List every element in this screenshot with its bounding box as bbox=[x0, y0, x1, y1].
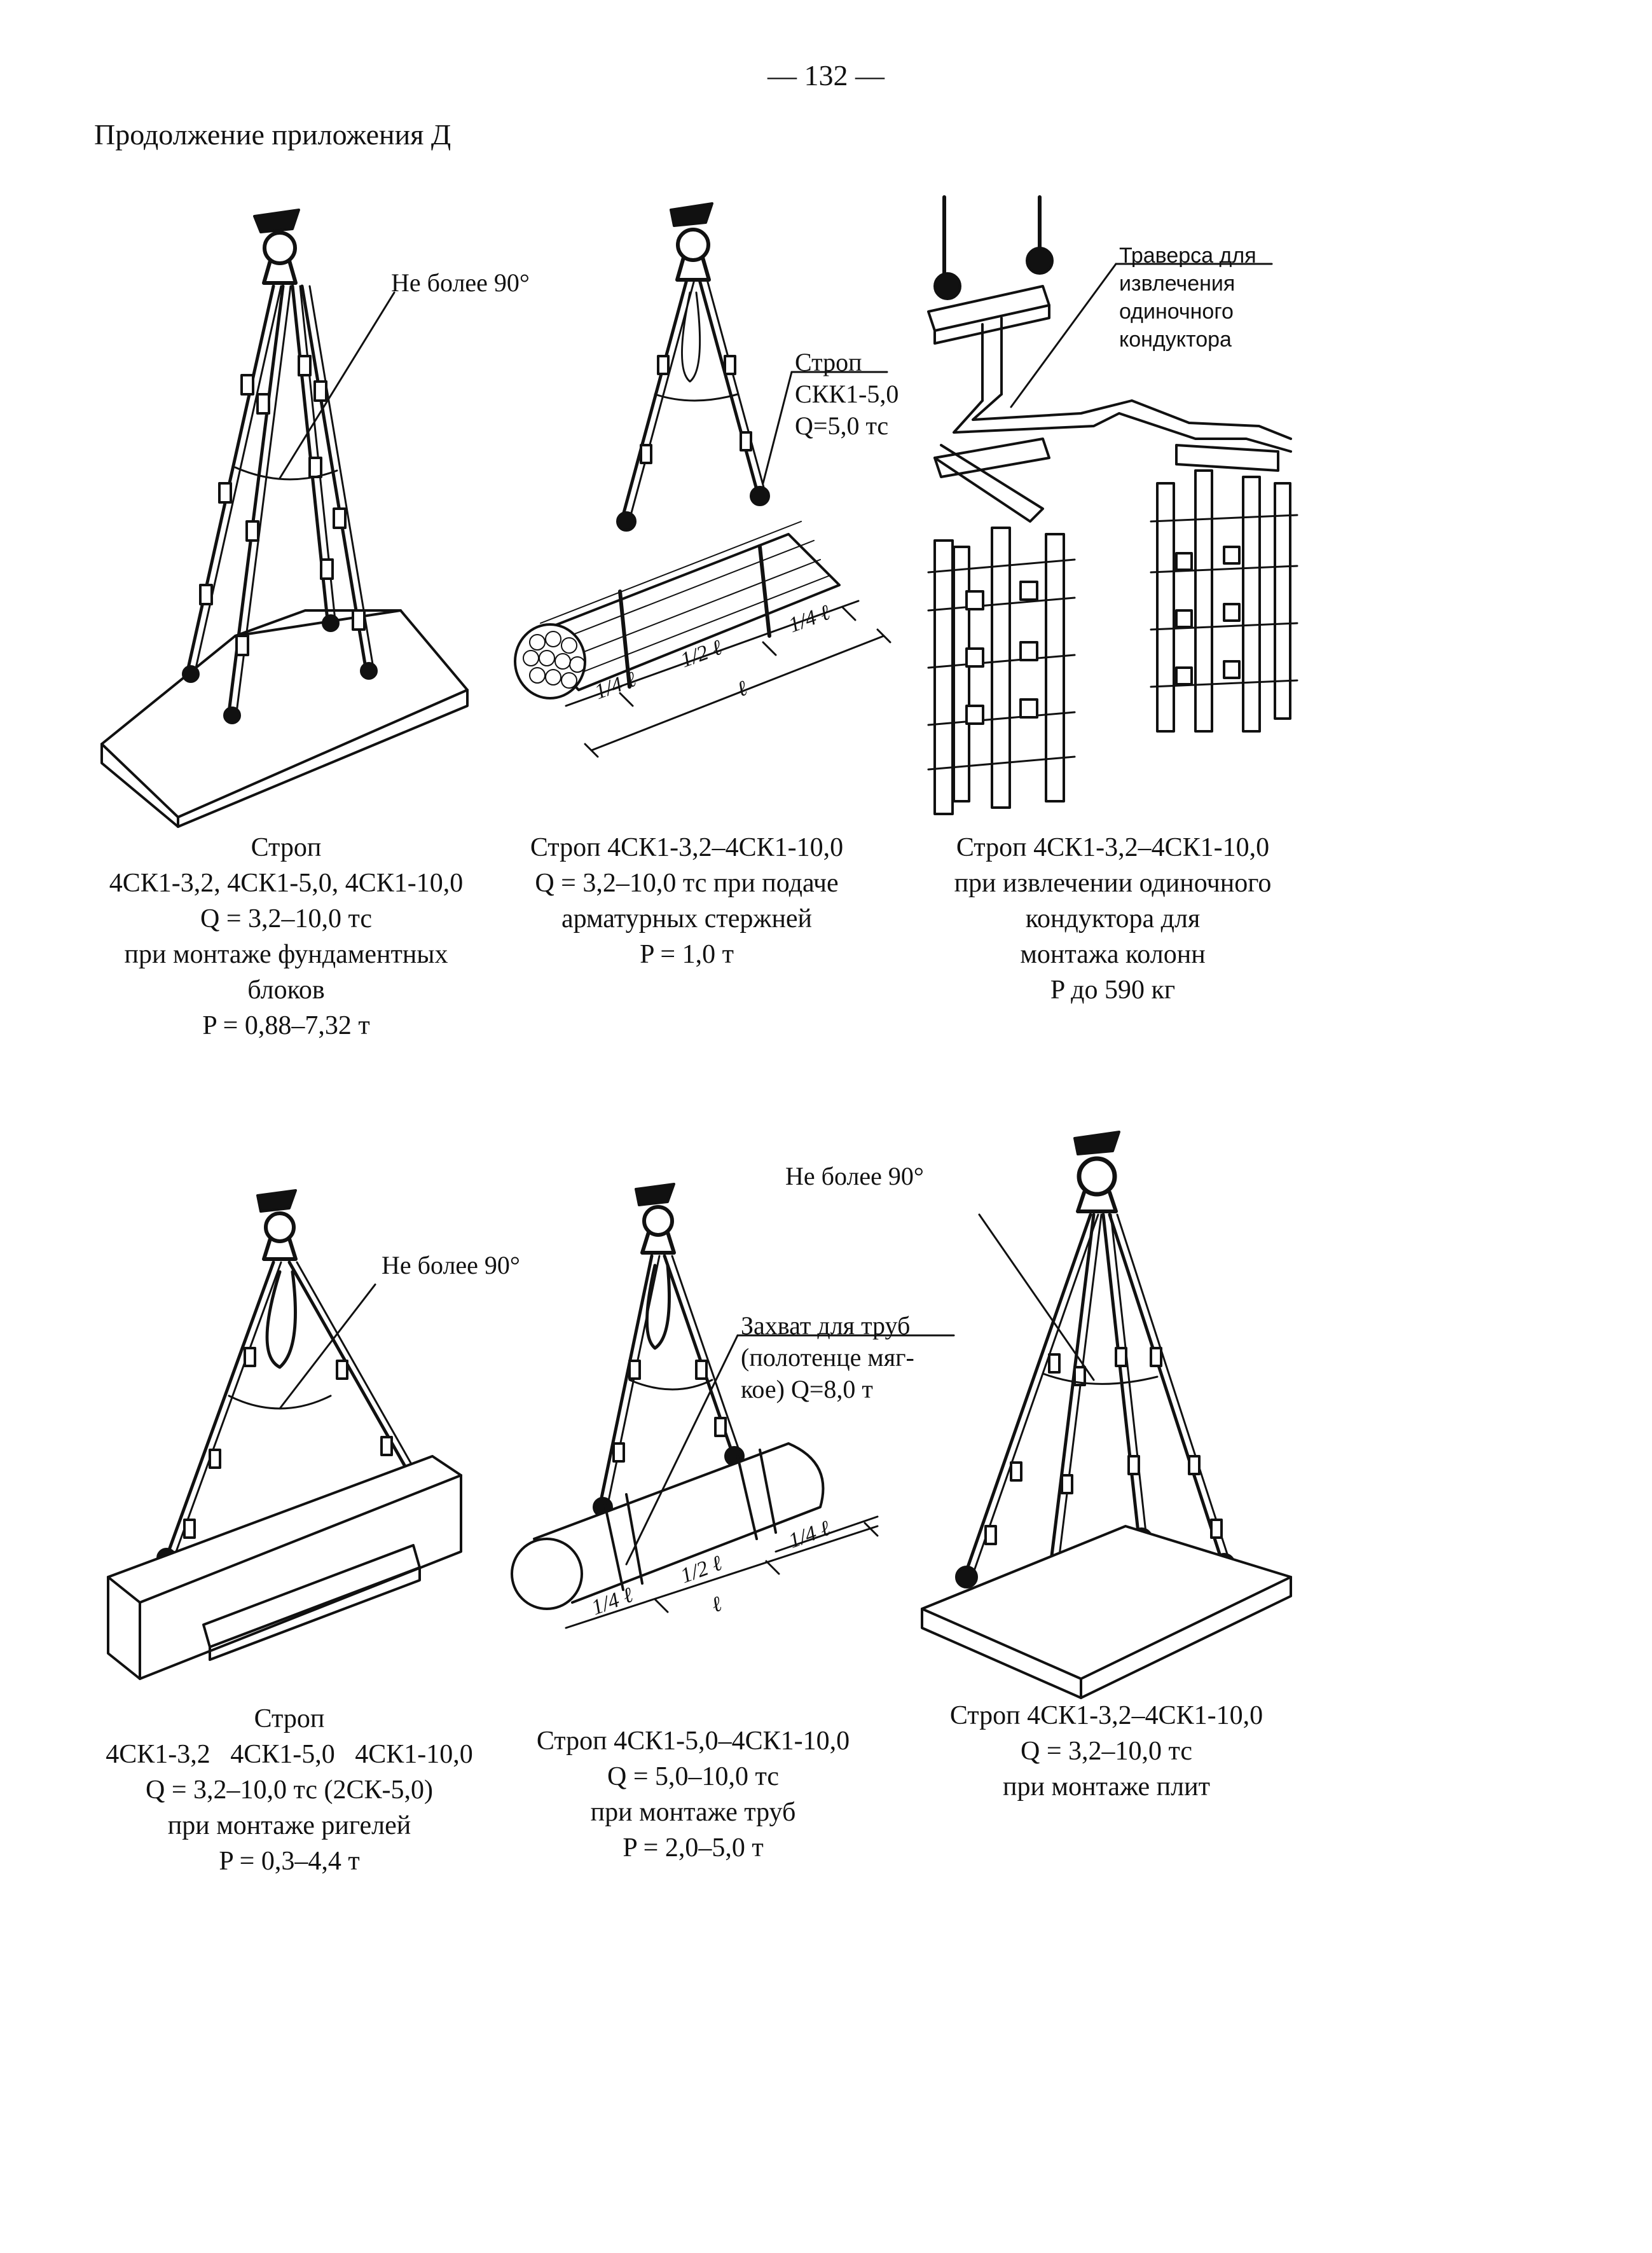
fig2-caption-line: арматурных стержней bbox=[561, 904, 813, 934]
fig3-traverse-label-line: одиночного bbox=[1119, 300, 1234, 324]
fig4-caption-line: 4СК1-3,2 4СК1-5,0 4СК1-10,0 bbox=[106, 1740, 473, 1769]
fig3-traverse-label-line: извлечения bbox=[1119, 272, 1236, 296]
crane-hook-icon bbox=[253, 209, 300, 285]
fig6-angle-label: Не более 90° bbox=[785, 1162, 924, 1190]
fig3-traverse-label: Траверса для извлечения одиночного конду… bbox=[1119, 242, 1256, 354]
fig4-caption-line: Строп bbox=[254, 1704, 325, 1733]
continuation-heading: Продолжение приложения Д bbox=[94, 118, 451, 151]
fig4-caption: Строп 4СК1-3,2 4СК1-5,0 4СК1-10,0 Q = 3,… bbox=[83, 1701, 496, 1879]
fig2-sling-label-line: Q=5,0 тс bbox=[795, 411, 889, 440]
crane-hook-icon bbox=[670, 202, 713, 282]
fig5-caption-line: Q = 5,0–10,0 тс bbox=[607, 1762, 780, 1791]
fig5-caption: Строп 4СК1-5,0–4СК1-10,0 Q = 5,0–10,0 тс… bbox=[509, 1723, 878, 1866]
fig1-angle-label: Не более 90° bbox=[391, 268, 530, 297]
fig6-caption-line: Строп 4СК1-3,2–4СК1-10,0 bbox=[949, 1701, 1263, 1730]
fig6-caption-line: при монтаже плит bbox=[1003, 1772, 1210, 1802]
fig1-caption-line: блоков bbox=[247, 975, 325, 1005]
figure-3-traverse-conductor-drawing bbox=[927, 195, 1298, 815]
fig3-caption-line: Строп 4СК1-3,2–4СК1-10,0 bbox=[956, 833, 1270, 862]
fig1-caption-line: 4СК1-3,2, 4СК1-5,0, 4СК1-10,0 bbox=[109, 869, 464, 898]
figure-4-crossbar-drawing bbox=[107, 1189, 462, 1680]
fig2-caption-line: P = 1,0 т bbox=[640, 940, 734, 969]
figure-2-rebar-bundle-drawing bbox=[514, 202, 891, 758]
fig2-sling-label-line: Строп bbox=[795, 348, 862, 376]
crane-hook-icon bbox=[635, 1183, 676, 1255]
fig6-caption-line: Q = 3,2–10,0 тс bbox=[1020, 1737, 1193, 1766]
fig5-grip-label: Захват для труб (полотенце мяг- кое) Q=8… bbox=[741, 1310, 914, 1405]
fig5-grip-label-line: кое) Q=8,0 т bbox=[741, 1375, 873, 1403]
fig4-caption-line: при монтаже ригелей bbox=[167, 1811, 411, 1840]
figure-6-slab-drawing bbox=[921, 1131, 1292, 1699]
fig3-caption-line: монтажа колонн bbox=[1020, 940, 1206, 969]
fig1-caption-line: Q = 3,2–10,0 тс bbox=[200, 904, 373, 934]
fig5-caption-line: P = 2,0–5,0 т bbox=[623, 1833, 764, 1863]
fig6-caption: Строп 4СК1-3,2–4СК1-10,0 Q = 3,2–10,0 тс… bbox=[922, 1698, 1291, 1805]
fig2-caption-line: Строп 4СК1-3,2–4СК1-10,0 bbox=[530, 833, 844, 862]
fig2-caption-line: Q = 3,2–10,0 тс при подаче bbox=[535, 869, 839, 898]
fig3-caption: Строп 4СК1-3,2–4СК1-10,0 при извлечении … bbox=[916, 830, 1310, 1008]
fig3-caption-line: кондуктора для bbox=[1025, 904, 1201, 934]
fig1-caption-line: при монтаже фундаментных bbox=[124, 940, 448, 969]
figure-1-foundation-block-drawing bbox=[100, 209, 469, 828]
fig5-caption-line: при монтаже труб bbox=[590, 1798, 796, 1827]
fig1-caption-line: Строп bbox=[251, 833, 322, 862]
fig3-caption-line: P до 590 кг bbox=[1050, 975, 1176, 1005]
fig3-traverse-label-line: кондуктора bbox=[1119, 327, 1232, 352]
fig4-caption-line: Q = 3,2–10,0 тс (2СК-5,0) bbox=[145, 1775, 433, 1805]
fig2-sling-label-line: СКК1-5,0 bbox=[795, 380, 899, 408]
fig1-caption: Строп 4СК1-3,2, 4СК1-5,0, 4СК1-10,0 Q = … bbox=[83, 830, 490, 1044]
crane-hook-icon bbox=[256, 1189, 298, 1261]
fig3-traverse-label-line: Траверса для bbox=[1119, 244, 1256, 268]
fig4-angle-label: Не более 90° bbox=[382, 1251, 520, 1279]
figure-5-pipe-drawing bbox=[511, 1183, 955, 1629]
page-number: — 132 — bbox=[767, 59, 885, 92]
fig4-caption-line: P = 0,3–4,4 т bbox=[219, 1847, 360, 1876]
fig5-caption-line: Строп 4СК1-5,0–4СК1-10,0 bbox=[536, 1726, 850, 1756]
fig3-caption-line: при извлечении одиночного bbox=[954, 869, 1272, 898]
fig5-grip-label-line: (полотенце мяг- bbox=[741, 1343, 914, 1372]
crane-hook-icon bbox=[1073, 1131, 1120, 1213]
fig5-grip-label-line: Захват для труб bbox=[741, 1311, 911, 1340]
fig2-caption: Строп 4СК1-3,2–4СК1-10,0 Q = 3,2–10,0 тс… bbox=[502, 830, 871, 972]
fig1-caption-line: P = 0,88–7,32 т bbox=[202, 1011, 370, 1040]
fig2-sling-label: Строп СКК1-5,0 Q=5,0 тс bbox=[795, 347, 898, 442]
